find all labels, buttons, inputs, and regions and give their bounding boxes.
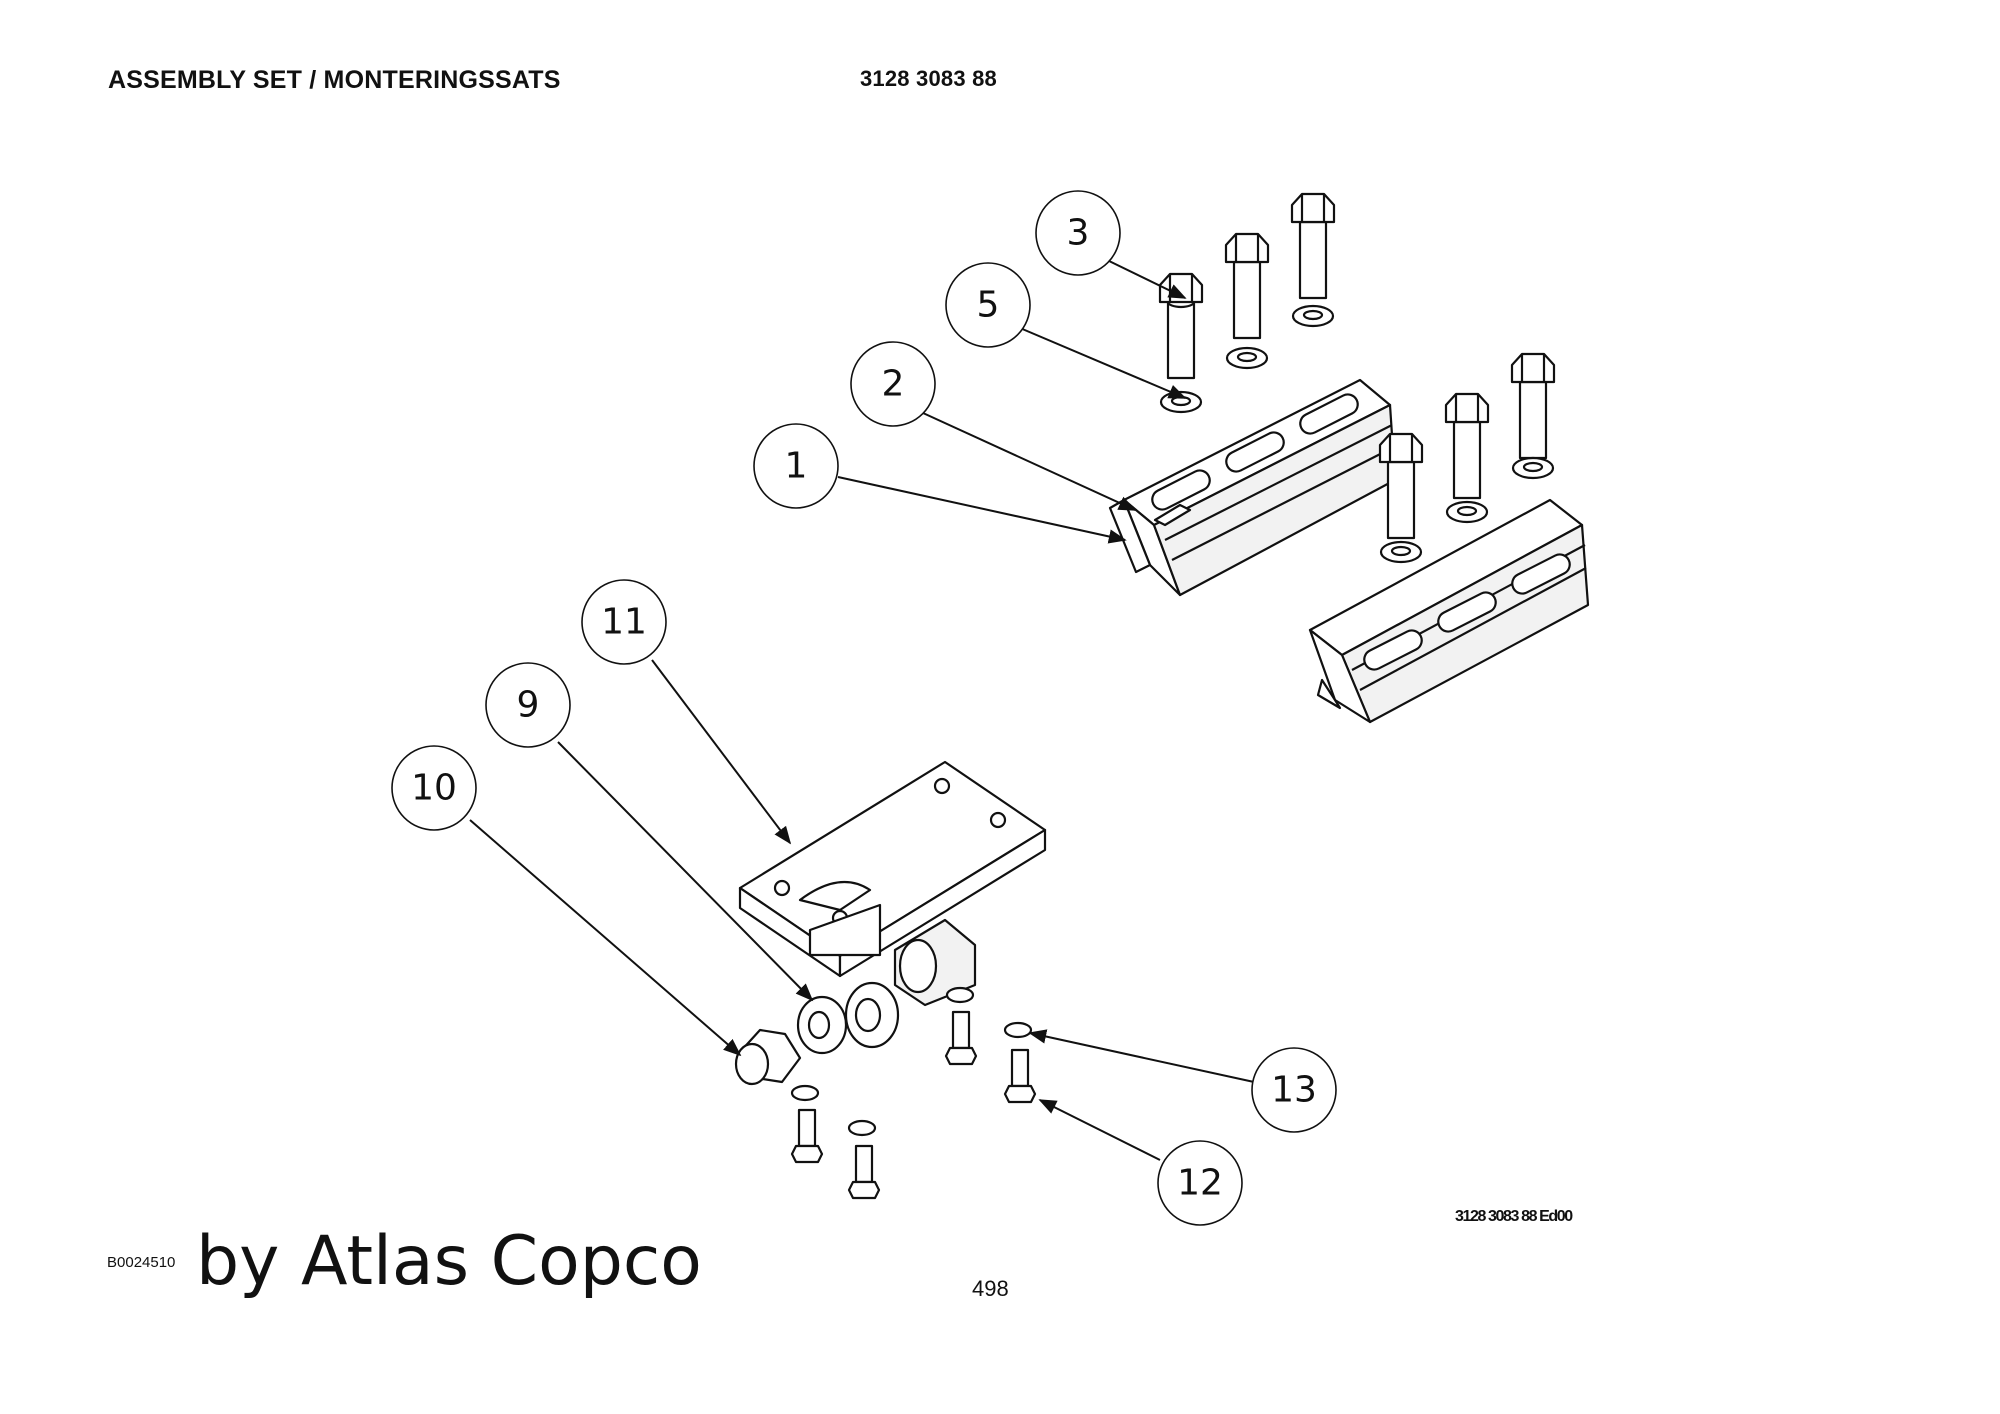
svg-text:3: 3 [1067, 213, 1090, 254]
drawing-reference: 3128 3083 88 Ed00 [1455, 1208, 1573, 1225]
callout-10: 10 [391, 745, 477, 831]
page-title: ASSEMBLY SET / MONTERINGSSATS [108, 66, 561, 94]
svg-text:13: 13 [1271, 1070, 1317, 1111]
callout-12: 12 [1157, 1140, 1243, 1226]
callout-13: 13 [1251, 1047, 1337, 1133]
leader-lines [469, 259, 1255, 1161]
page-number: 498 [972, 1276, 1009, 1301]
svg-text:11: 11 [601, 602, 647, 643]
svg-text:2: 2 [882, 364, 905, 405]
rail-upper [1108, 378, 1397, 597]
callout-9: 9 [485, 662, 571, 748]
callout-3: 3 [1035, 190, 1121, 276]
bolt-group-lower [1378, 352, 1556, 564]
small-screws [790, 986, 1037, 1200]
callout-5: 5 [945, 262, 1031, 348]
callout-2: 2 [850, 341, 936, 427]
nut-and-washers [734, 981, 900, 1086]
image-code: B0024510 [107, 1254, 176, 1271]
bolt-group-upper [1158, 192, 1336, 414]
svg-text:9: 9 [517, 685, 540, 726]
svg-text:10: 10 [411, 768, 457, 809]
part-number: 3128 3083 88 [860, 66, 997, 91]
mounting-plate [738, 760, 1047, 1007]
svg-text:5: 5 [977, 285, 1000, 326]
callout-11: 11 [581, 579, 667, 665]
callout-1: 1 [753, 423, 839, 509]
rail-lower [1308, 498, 1590, 724]
svg-text:1: 1 [785, 446, 808, 487]
brand-watermark: by Atlas Copco [196, 1222, 702, 1301]
svg-text:12: 12 [1177, 1163, 1223, 1204]
